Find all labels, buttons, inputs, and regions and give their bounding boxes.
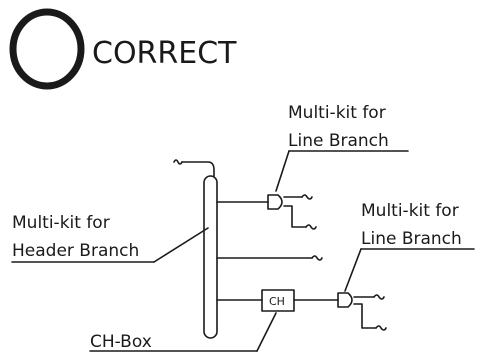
ch-box-label: CH	[269, 295, 285, 308]
leader-header-branch	[153, 227, 209, 263]
inlet-pipe	[173, 159, 215, 177]
leader-line-branch-top	[275, 150, 290, 192]
label-ch-box: CH-Box	[89, 312, 277, 352]
header-branch-pipe	[203, 175, 218, 339]
label-header-branch: Multi-kit for Header Branch	[11, 213, 209, 263]
heading-text: CORRECT	[92, 36, 237, 71]
branch-line-2	[216, 255, 323, 261]
correct-heading: CORRECT	[9, 8, 237, 90]
label-line-branch-right: Multi-kit for Line Branch	[344, 201, 475, 292]
label-header-branch-line2: Header Branch	[12, 241, 139, 261]
line-branch-kit-right	[337, 292, 387, 331]
label-ch-box-text: CH-Box	[90, 332, 152, 352]
line-branch-kit-top	[267, 194, 317, 230]
label-line-branch-top: Multi-kit for Line Branch	[275, 103, 409, 192]
circle-correct-mark-icon	[9, 8, 85, 90]
label-line-branch-right-line1: Multi-kit for	[361, 201, 459, 221]
leader-line-branch-right	[344, 248, 362, 292]
label-line-branch-top-line2: Line Branch	[288, 131, 389, 151]
leader-ch-box	[256, 312, 277, 352]
ch-box: CH	[261, 289, 295, 312]
label-header-branch-line1: Multi-kit for	[12, 213, 110, 233]
label-line-branch-top-line1: Multi-kit for	[288, 103, 386, 123]
label-line-branch-right-line2: Line Branch	[361, 229, 462, 249]
